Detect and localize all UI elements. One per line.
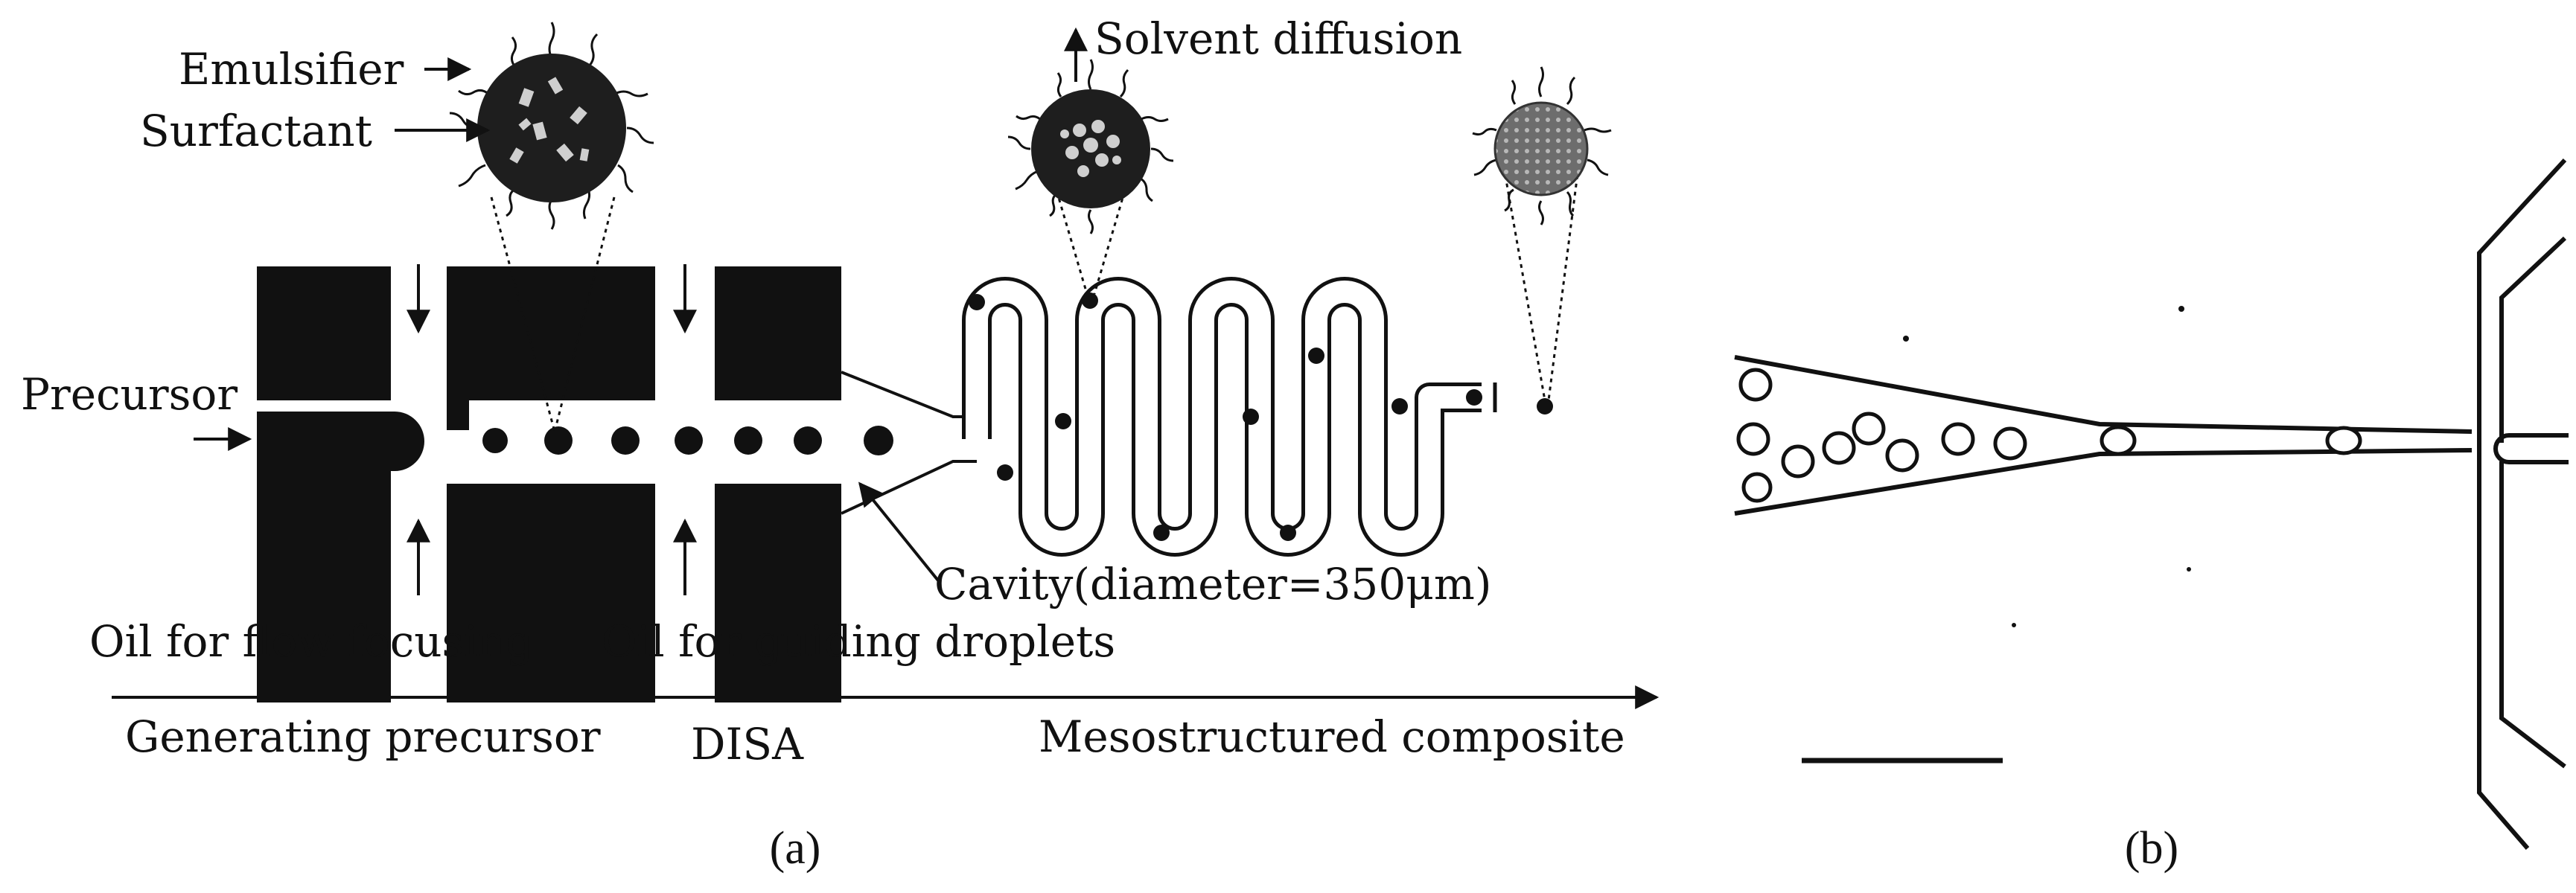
droplet — [1537, 398, 1553, 415]
cavity-pointer-icon — [858, 481, 940, 582]
middle-upper-block — [447, 266, 655, 400]
droplet — [1153, 525, 1170, 541]
droplet — [1822, 431, 1856, 465]
surfactant-label: Surfactant — [140, 106, 372, 156]
droplet — [1736, 422, 1770, 456]
microchannel-blocks — [257, 266, 841, 702]
droplet — [1243, 409, 1259, 425]
panel-b-caption: (b) — [2125, 823, 2178, 874]
droplet — [969, 294, 985, 310]
emulsifier-label: Emulsifier — [179, 44, 404, 95]
droplet — [611, 426, 640, 455]
stage-disa-label: DISA — [691, 719, 804, 769]
droplet — [482, 428, 508, 453]
droplet — [1941, 422, 1975, 456]
left-lower-block — [257, 467, 391, 702]
droplet — [1391, 398, 1408, 415]
droplet — [2325, 426, 2362, 455]
droplet — [864, 426, 893, 455]
outlet-structure — [2477, 158, 2569, 850]
droplet — [675, 426, 703, 455]
mesostructured-composite-particle — [1472, 66, 1612, 225]
droplet — [1781, 444, 1815, 478]
droplet — [2100, 425, 2137, 456]
droplet-train — [482, 426, 893, 455]
oil-flow-focusing-label: Oil for flow focusing — [89, 616, 533, 667]
droplet — [997, 464, 1013, 481]
precursor-label: Precursor — [21, 369, 237, 420]
stage-generating-label: Generating precursor — [125, 711, 601, 762]
channel-taper — [841, 371, 977, 515]
right-upper-block — [715, 266, 841, 400]
droplet — [1738, 368, 1773, 402]
serpentine-droplets — [969, 292, 1553, 541]
solvent-diffusion-particle — [1007, 59, 1174, 234]
emulsified-precursor-particle — [449, 22, 654, 230]
panel-b: (b) — [1734, 158, 2569, 874]
oil-guiding-label: Oil for guiding droplets — [602, 616, 1115, 667]
panel-a: Emulsifier Surfactant Precursor Solvent … — [21, 13, 1660, 874]
droplet — [1466, 389, 1482, 406]
droplet — [734, 426, 762, 455]
stage-mesostructured-label: Mesostructured composite — [1039, 711, 1625, 762]
droplet — [544, 426, 573, 455]
droplet — [1280, 525, 1296, 541]
flow-arrows — [194, 27, 1088, 595]
droplet — [1852, 412, 1886, 446]
zoom-guides — [490, 167, 1580, 432]
left-upper-block — [257, 266, 391, 400]
panel-b-droplets — [1736, 368, 2362, 503]
droplet — [1741, 472, 1773, 503]
droplet — [1308, 348, 1324, 364]
droplet — [794, 426, 822, 455]
cavity-label: Cavity(diameter=350μm) — [934, 559, 1492, 609]
image-specks — [1903, 306, 2191, 627]
droplet — [1082, 292, 1098, 309]
middle-lower-block — [447, 484, 655, 702]
droplet — [1055, 413, 1071, 429]
right-lower-block — [715, 484, 841, 702]
precursor-plug — [257, 412, 424, 471]
serpentine-cavity — [962, 277, 1497, 557]
droplet — [1993, 426, 2027, 461]
middle-upper-extension — [447, 400, 469, 430]
panel-a-caption: (a) — [770, 823, 821, 874]
droplet — [1885, 438, 1919, 473]
solvent-diffusion-label: Solvent diffusion — [1094, 13, 1462, 64]
